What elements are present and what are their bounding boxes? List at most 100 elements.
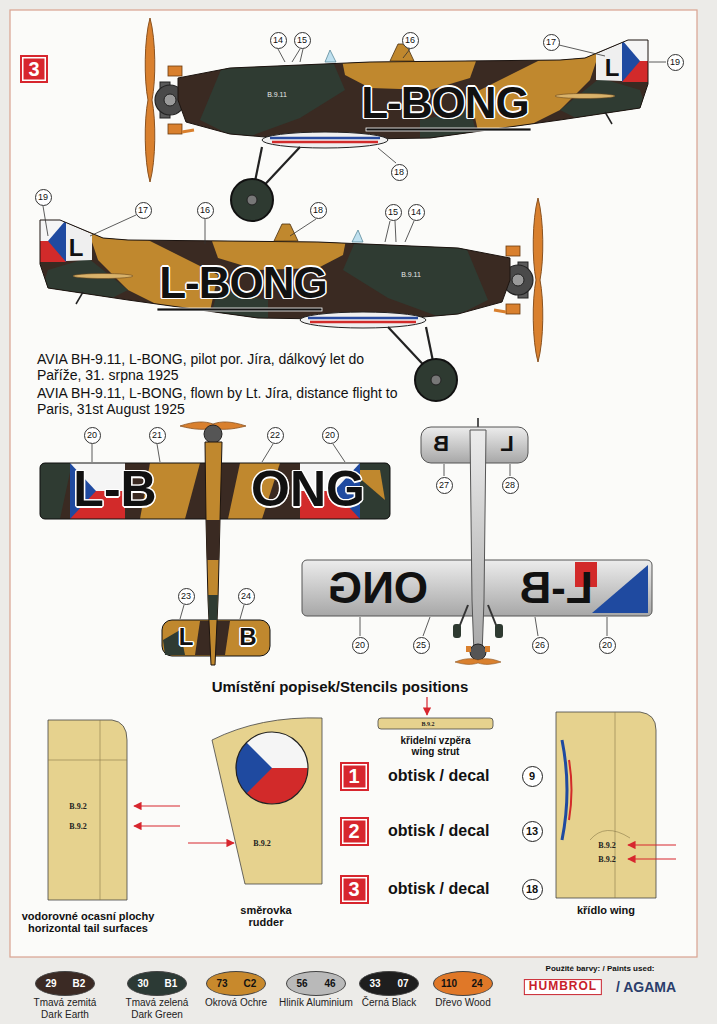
stencil-part: [615, 712, 616, 898]
figure-marker: 3: [20, 55, 48, 83]
leader-line: [240, 605, 244, 619]
callout-number: 26: [532, 637, 549, 654]
callout-text: 27: [439, 480, 449, 490]
paint-name: Hliník Aluminium: [276, 997, 356, 1009]
serial-marking: B.9.11: [401, 271, 421, 279]
paint-code: 07: [397, 978, 408, 990]
stencil-part: [212, 718, 322, 884]
stencil-part: [569, 760, 572, 820]
stencil-part: [100, 720, 101, 900]
tail-marking: L: [179, 623, 194, 651]
paint-name: Okrová Ochre: [196, 997, 276, 1009]
paint-swatch: [206, 971, 266, 996]
paint-code: 56: [296, 978, 307, 990]
paint-code: 30: [137, 978, 148, 990]
callout-number: 15: [294, 32, 311, 49]
decal-label: obtisk / decal: [388, 767, 489, 785]
callout-number: 16: [197, 202, 214, 219]
registration-marking: L-BONG: [159, 258, 327, 309]
leader-line: [385, 221, 390, 242]
leader-line: [535, 617, 538, 636]
leader-line: [444, 464, 445, 476]
paint-code: 24: [471, 978, 482, 990]
brand-logo: HUMBROL: [524, 979, 602, 995]
callout-number: 19: [667, 54, 684, 71]
leader-line: [378, 148, 396, 163]
serial-marking: B.9.11: [267, 91, 287, 99]
callout-text: 16: [200, 205, 210, 215]
leader-line: [278, 49, 285, 62]
number-text: 2: [348, 820, 359, 843]
callout-text: 21: [152, 430, 162, 440]
decal-callout: 9: [522, 766, 543, 787]
callout-number: 28: [502, 477, 519, 494]
number-text: 13: [526, 825, 538, 837]
callout-number: 17: [135, 202, 152, 219]
paint-code: 29: [45, 978, 56, 990]
bottom-view-aircraft: [592, 565, 648, 613]
callout-number: 18: [310, 202, 327, 219]
caption-text: AVIA BH-9.11, L-BONG, flown by Lt. Jíra,…: [37, 385, 409, 417]
bottom-view-aircraft: [453, 624, 461, 638]
paint-swatch: [35, 971, 95, 996]
paint-code: 110: [441, 978, 457, 990]
leader-line: [649, 62, 666, 63]
registration-marking: L-BONG: [361, 78, 529, 129]
stencil-panel: B.9.2B.9.2vodorovné ocasní plochy horizo…: [48, 720, 128, 900]
leader-line: [559, 45, 605, 56]
side-view-right: [38, 198, 543, 401]
wing-marking: ONG: [251, 461, 365, 519]
leader-line: [333, 444, 345, 462]
top-view-aircraft: [208, 595, 218, 620]
stencil-panel: B.9.2křidelní vzpěra wing strut: [378, 718, 493, 729]
bottom-view-aircraft: [470, 430, 486, 655]
part-name: křídlo wing: [576, 904, 636, 916]
callout-number: 17: [543, 34, 560, 51]
bottom-view-aircraft: [470, 644, 486, 660]
callout-text: 17: [546, 37, 556, 47]
brand-name: / AGAMA: [616, 979, 676, 995]
stencil-part: [48, 712, 656, 900]
number-text: 18: [526, 883, 538, 895]
leader-line: [423, 617, 430, 636]
stencil-part: [48, 760, 127, 761]
decal-number: 2: [340, 817, 369, 846]
caption-text: AVIA BH-9.11, L-BONG, pilot por. Jíra, d…: [37, 351, 409, 383]
callout-text: 20: [325, 430, 335, 440]
callout-text: 18: [394, 167, 404, 177]
paints-note: Použité barvy: / Paints used:: [546, 964, 655, 973]
callout-text: 16: [405, 35, 415, 45]
callout-text: 19: [38, 192, 48, 202]
top-view-aircraft: [204, 425, 222, 443]
pointer-arrow: [426, 697, 427, 715]
stencil-text: B.9.2: [69, 802, 86, 811]
number-text: 1: [348, 765, 359, 788]
number-text: 9: [529, 770, 535, 782]
sheet-frame: [10, 10, 697, 957]
paint-name: Černá Black: [349, 997, 429, 1009]
fin-letter: L: [605, 54, 620, 82]
callout-number: 20: [352, 637, 369, 654]
paint-swatch: [127, 971, 187, 996]
bottom-view-aircraft: [466, 646, 471, 652]
stencil-text: B.9.2: [598, 841, 615, 850]
callout-text: 20: [602, 640, 612, 650]
leader-line: [262, 444, 273, 462]
leader-line: [290, 219, 316, 236]
callout-text: 15: [297, 35, 307, 45]
callout-text: 26: [535, 640, 545, 650]
callout-text: 28: [505, 480, 515, 490]
pointer-arrow: [134, 805, 180, 806]
section-heading: Umístění popisek/Stencils positions: [212, 678, 469, 695]
leader-line: [510, 464, 511, 476]
callout-number: 19: [35, 189, 52, 206]
leader-line: [395, 221, 396, 242]
top-view-aircraft: [40, 463, 72, 519]
callout-number: 14: [408, 204, 425, 221]
leader-line: [300, 49, 303, 62]
callout-number: 22: [267, 427, 284, 444]
bottom-view-aircraft: [302, 418, 652, 664]
decal-label: obtisk / decal: [388, 822, 489, 840]
pointer-arrow: [134, 697, 676, 859]
